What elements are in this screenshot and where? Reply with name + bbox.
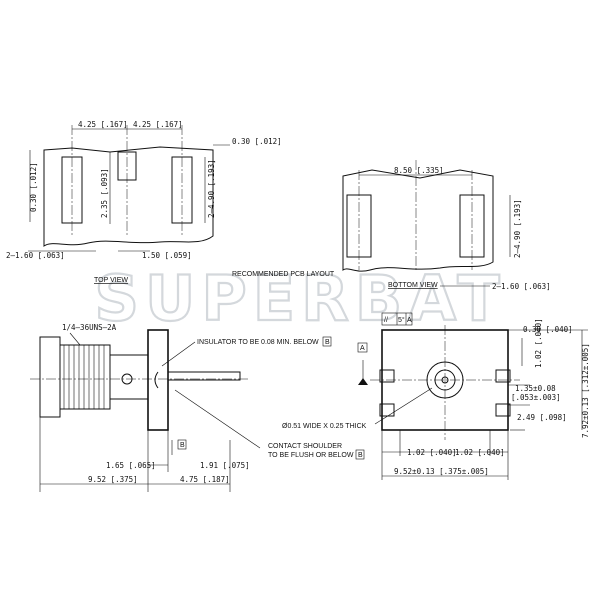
top-dim-pad-length: 2–4.90 [.193] [207, 159, 216, 218]
note-shoulder-line2: TO BE FLUSH OR BELOW [268, 452, 354, 459]
top-dim-edge-clearance: 0.30 [.012] [232, 137, 282, 146]
top-dim-pad-spacing: 2.35 [.093] [100, 168, 109, 218]
front-dim-height-tol-in: [.053±.003] [511, 393, 561, 402]
side-dim-thread: 1/4–36UNS–2A [62, 323, 117, 332]
connector-neck [109, 354, 149, 400]
top-dim-pitch-left: 4.25 [.167] [78, 120, 128, 129]
connector-contact-pin [167, 371, 241, 381]
front-dim-top-gap: 0.30 [.040] [523, 325, 573, 334]
front-dim-bottom-right: 1.02 [.040] [455, 448, 505, 457]
flatness-value: 5° [398, 316, 405, 324]
top-dim-edge-clearance-side: 0.30 [.012] [29, 162, 38, 212]
note-shoulder-datum: B [358, 452, 363, 459]
connector-threaded-body [59, 344, 111, 410]
top-dim-pad-width: 2–1.60 [.063] [6, 251, 65, 260]
front-datum-a: A [360, 345, 365, 352]
side-dim-flange: 4.75 [.187] [180, 475, 230, 484]
front-dim-bottom-left: 1.02 [.040] [407, 448, 457, 457]
top-view-board-outline [43, 146, 214, 247]
side-dim-x1: 1.65 [.065] [106, 461, 156, 470]
front-dim-height-tol: 1.35±0.08 [515, 384, 556, 393]
watermark-text: SUPERBAT [94, 262, 505, 335]
flatness-datum: A [407, 317, 412, 324]
pcb-layout-label: RECOMMENDED PCB LAYOUT [232, 271, 335, 278]
insulator-curve [154, 371, 159, 389]
note-insulator-datum: B [325, 339, 330, 346]
side-dim-x2: 1.91 [.075] [200, 461, 250, 470]
bottom-dim-pad-pitch: 8.50 [.335] [394, 166, 444, 175]
top-view-label: TOP VIEW [94, 277, 128, 284]
bottom-dim-pad-length: 2–4.90 [.193] [513, 199, 522, 258]
front-pin-note: Ø0.51 WIDE X 0.25 THICK [282, 423, 367, 430]
bottom-view: 8.50 [.335] 2–4.90 [.193] 2–1.60 [.063] … [342, 160, 551, 291]
top-dim-pitch-right: 4.25 [.167] [133, 120, 183, 129]
top-dim-center-pad-width: 1.50 [.059] [142, 251, 192, 260]
bottom-view-label: BOTTOM VIEW [388, 282, 438, 289]
note-shoulder-line1: CONTACT SHOULDER [268, 443, 342, 450]
front-dim-right-top: 1.02 [.040] [534, 318, 543, 368]
front-dim-height: 7.92±0.13 [.312±.005] [581, 343, 590, 438]
bottom-dim-pad-width: 2–1.60 [.063] [492, 282, 551, 291]
connector-flange [147, 329, 169, 431]
top-view: 4.25 [.167] 4.25 [.167] 0.30 [.012] 0.30… [6, 120, 282, 284]
connector-front-nut [39, 336, 61, 418]
side-view: 1/4–36UNS–2A INSULATOR TO BE 0.08 MIN. B… [30, 323, 365, 492]
front-view: // 5° A A Ø0.51 WIDE X 0.25 THICK 0.30 [… [282, 312, 590, 480]
flatness-symbol: // [384, 317, 388, 324]
note-insulator: INSULATOR TO BE 0.08 MIN. BELOW [197, 339, 319, 346]
bottom-view-board-outline [342, 169, 494, 272]
side-dim-overall: 9.52 [.375] [88, 475, 138, 484]
side-datum-b: B [180, 442, 185, 449]
front-dim-width: 9.52±0.13 [.375±.005] [394, 467, 489, 476]
front-dim-right-mid: 2.49 [.098] [517, 413, 567, 422]
